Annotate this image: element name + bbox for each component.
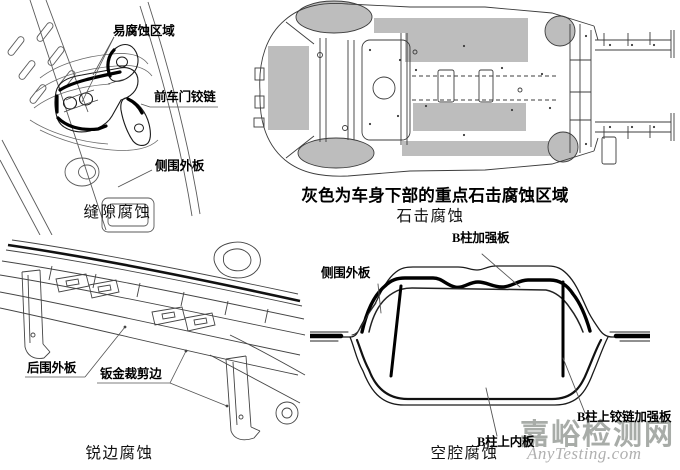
label-corrosion-prone-area: 易腐蚀区域 bbox=[113, 24, 175, 38]
right-hanger-bracket bbox=[225, 355, 261, 441]
clip-bracket-group-1 bbox=[55, 273, 120, 299]
label-b-pillar-upper-hinge-reinforcement: B柱上铰链加强板 bbox=[577, 410, 672, 424]
label-b-pillar-upper-inner-panel: B柱上内板 bbox=[477, 435, 535, 449]
watermark-site-name: 嘉峪检测网 bbox=[520, 419, 676, 451]
label-side-outer-panel-crevice: 侧围外板 bbox=[155, 159, 205, 173]
sharp-edge-leader-lines bbox=[25, 326, 228, 407]
rear-panel-line-art bbox=[0, 239, 306, 441]
hinge-mount-contours bbox=[29, 53, 159, 151]
label-front-door-hinge: 前车门铰链 bbox=[154, 90, 216, 104]
caption-sharp-edge-corrosion: 锐边腐蚀 bbox=[85, 445, 154, 462]
stone-chip-note-text: 灰色为车身下部的重点石击腐蚀区域 bbox=[301, 187, 569, 205]
b-pillar-reinforcement-line bbox=[360, 276, 592, 334]
hinge-rib-lines bbox=[63, 78, 127, 113]
left-step-echo-line bbox=[351, 302, 377, 336]
stone-chip-gray-regions bbox=[268, 1, 578, 168]
hinge-reinforcement-left-line bbox=[389, 284, 403, 378]
flange-thin-lines bbox=[310, 331, 650, 342]
rear-panel-line-drawing bbox=[0, 239, 306, 441]
label-rear-outer-panel: 后围外板 bbox=[27, 361, 77, 375]
mid-contour-line bbox=[368, 287, 584, 333]
underbody-line-drawing bbox=[253, 0, 675, 177]
door-hinge-line-drawing bbox=[0, 0, 218, 235]
leader-end-dots bbox=[123, 325, 229, 408]
label-side-outer-panel-cavity: 侧围外板 bbox=[321, 266, 371, 280]
caption-cavity-corrosion: 空腔腐蚀 bbox=[430, 445, 499, 462]
clip-bracket-group-2 bbox=[151, 306, 216, 332]
crevice-leader-lines bbox=[81, 36, 218, 188]
corrosion-highlight-edges bbox=[55, 48, 144, 132]
underbody-bolt-dots bbox=[368, 34, 656, 146]
cavity-leader-lines bbox=[377, 253, 586, 437]
caption-crevice-corrosion: 缝隙腐蚀 bbox=[83, 204, 152, 221]
label-sheet-metal-cut-edge: 钣金裁剪边 bbox=[100, 367, 162, 381]
grommet-and-lower-recess bbox=[64, 157, 155, 233]
outer-tray-line bbox=[349, 336, 609, 406]
watermark-site-url: AnyTesting.com bbox=[527, 444, 642, 463]
a-pillar-lines bbox=[0, 0, 201, 235]
b-pillar-inner-panel-line bbox=[355, 338, 603, 401]
label-b-pillar-reinforcement: B柱加强板 bbox=[452, 231, 510, 245]
b-pillar-section-drawing bbox=[310, 253, 650, 437]
caption-stone-chip-corrosion: 石击腐蚀 bbox=[396, 208, 465, 225]
left-hanger-bracket bbox=[21, 269, 51, 359]
underbody-line-art bbox=[253, 0, 675, 177]
